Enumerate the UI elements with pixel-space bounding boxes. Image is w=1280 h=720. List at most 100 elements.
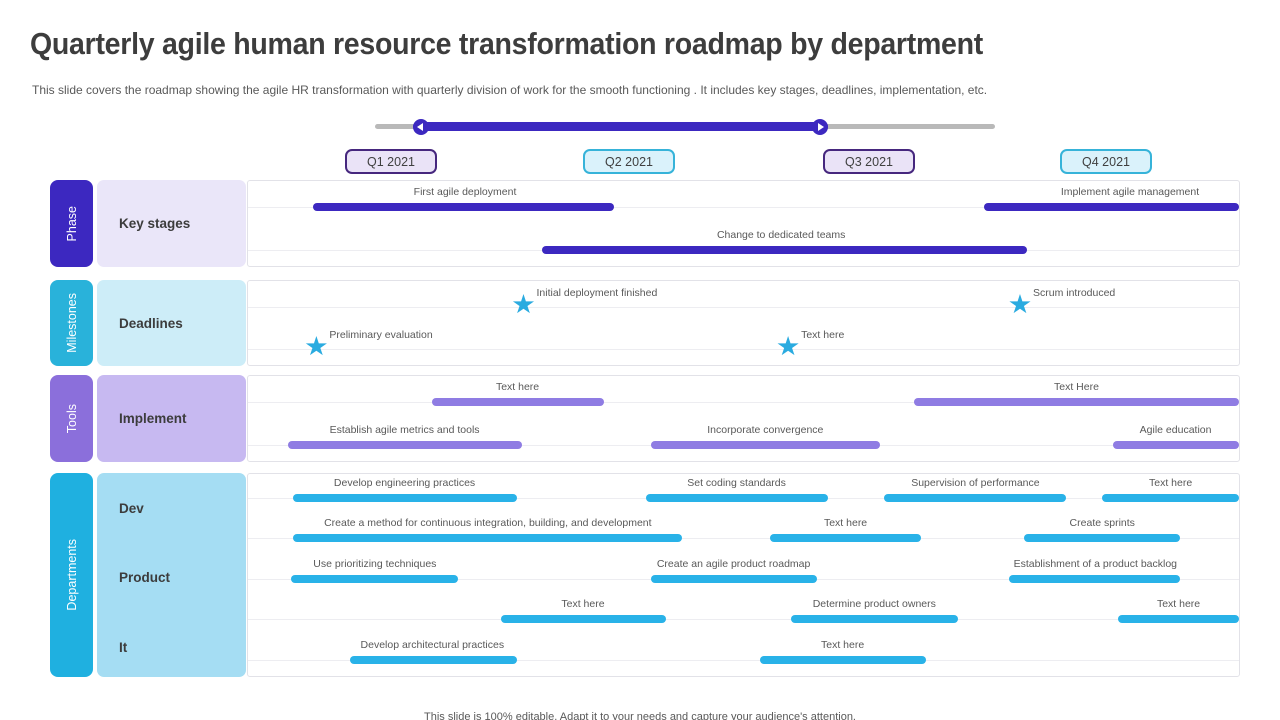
gantt-bar[interactable] [791, 615, 958, 624]
gantt-bar[interactable] [542, 245, 1027, 254]
milestone-star-icon[interactable] [777, 336, 799, 356]
row-tab-phase: Phase [50, 180, 93, 267]
milestone-star-icon[interactable] [1009, 294, 1031, 314]
category-departments: Dev Product It [97, 473, 246, 677]
bar-label: Text here [561, 598, 605, 611]
milestone-star-icon[interactable] [512, 294, 535, 314]
bar-label: Text here [495, 381, 540, 393]
gantt-bar[interactable] [984, 203, 1239, 211]
subrow-gridline [248, 619, 1239, 621]
lane-subrow: Initial deployment finished Scrum introdu… [248, 281, 1239, 323]
category-label: Key stages [119, 216, 191, 231]
lane-subrow: Change to dedicated teams [248, 224, 1239, 267]
gantt-bar[interactable] [1118, 615, 1239, 624]
category-implement: Implement [97, 375, 246, 462]
gantt-bar[interactable] [1102, 494, 1239, 502]
page-subtitle: This slide covers the roadmap showing th… [32, 83, 988, 97]
row-phase: Phase Key stages First agile deployment I… [0, 180, 1280, 267]
gantt-bar[interactable] [1113, 440, 1239, 449]
row-tab-label: Phase [64, 205, 79, 242]
subrow-gridline [248, 659, 1239, 661]
row-tab-label: Departments [64, 539, 79, 611]
lane-subrow: Use prioritizing techniques Create an agi… [248, 555, 1239, 595]
gantt-bar[interactable] [913, 398, 1239, 406]
bar-label: Determine product owners [812, 598, 936, 611]
bar-label: First agile deployment [413, 186, 517, 198]
bar-label: Develop engineering practices [333, 477, 476, 489]
gantt-bar[interactable] [432, 398, 604, 406]
subrow-gridline [248, 349, 1239, 350]
row-tab-label: Milestones [64, 293, 79, 353]
gantt-bar[interactable] [287, 440, 522, 449]
lane-subrow: Text here Determine product owners Text he… [248, 595, 1239, 635]
gantt-bar[interactable] [760, 655, 926, 664]
timeline-right-handle[interactable] [812, 119, 828, 135]
bar-label: Use prioritizing techniques [313, 557, 437, 570]
gantt-bar[interactable] [350, 655, 517, 664]
row-tab-label: Tools [64, 403, 79, 434]
milestone-label: Text here [801, 329, 845, 341]
bar-label: Set coding standards [687, 477, 786, 489]
quarter-chip-q2[interactable]: Q2 2021 [583, 149, 675, 174]
row-tab-tools: Tools [50, 375, 93, 462]
bar-label: Create sprints [1069, 517, 1135, 530]
bar-label: Text here [1156, 598, 1201, 611]
quarter-chip-q4[interactable]: Q4 2021 [1060, 149, 1152, 174]
category-label: Implement [119, 411, 187, 426]
gantt-bar[interactable] [313, 203, 614, 211]
footer-note: This slide is 100% editable. Adapt it to… [424, 711, 856, 720]
page-title: Quarterly agile human resource transform… [30, 26, 984, 61]
gantt-bar[interactable] [651, 440, 881, 449]
lane-subrow: First agile deployment Implement agile ma… [248, 181, 1239, 224]
milestone-label: Initial deployment finished [536, 287, 658, 299]
milestone-star-icon[interactable] [305, 336, 327, 356]
lane-key-stages: First agile deployment Implement agile ma… [247, 180, 1240, 267]
gantt-bar[interactable] [884, 494, 1066, 502]
bar-label: Text here [823, 517, 868, 530]
gantt-bar[interactable] [290, 574, 459, 583]
quarter-chip-q1[interactable]: Q1 2021 [345, 149, 437, 174]
gantt-bar[interactable] [651, 574, 817, 583]
row-tab-departments: Departments [50, 473, 93, 677]
gantt-bar[interactable] [500, 615, 667, 624]
category-deadlines: Deadlines [97, 280, 246, 366]
subrow-gridline [248, 307, 1239, 308]
bar-label: Supervision of performance [911, 477, 1040, 489]
milestone-label: Scrum introduced [1032, 287, 1116, 299]
lane-subrow: Create a method for continuous integrati… [248, 514, 1239, 554]
bar-label: Develop architectural practices [360, 638, 505, 651]
gantt-bar[interactable] [292, 494, 517, 502]
gantt-bar[interactable] [1023, 534, 1180, 543]
bar-label: Text Here [1054, 381, 1099, 393]
bar-label: Text here [820, 638, 865, 651]
lane-subrow: Develop engineering practices Set coding … [248, 474, 1239, 514]
row-tab-milestones: Milestones [50, 280, 93, 366]
subrow-gridline [248, 207, 1239, 208]
timeline-active-range [413, 122, 828, 131]
gantt-bar[interactable] [292, 534, 683, 543]
category-label-dev: Dev [119, 501, 144, 516]
bar-label: Text here [1149, 477, 1193, 489]
category-label-product: Product [119, 570, 171, 585]
bar-label: Implement agile management [1060, 186, 1200, 198]
bar-label: Establishment of a product backlog [1013, 557, 1178, 570]
category-label: Deadlines [119, 315, 183, 331]
bar-label: Establish agile metrics and tools [329, 423, 480, 436]
lane-subrow: Text here Text Here [248, 376, 1239, 419]
lane-departments: Develop engineering practices Set coding … [247, 473, 1240, 677]
arrow-right-icon [818, 123, 824, 131]
bar-label: Agile education [1139, 423, 1212, 436]
bar-label: Create a method for continuous integrati… [324, 517, 652, 530]
timeline-left-handle[interactable] [413, 119, 429, 135]
subrow-gridline [248, 402, 1239, 403]
bar-label: Create an agile product roadmap [656, 557, 811, 570]
gantt-bar[interactable] [1009, 574, 1180, 583]
quarter-chip-q3[interactable]: Q3 2021 [823, 149, 915, 174]
row-departments: Departments Dev Product It Develop engin… [0, 473, 1280, 677]
gantt-bar[interactable] [770, 534, 921, 543]
gantt-bar[interactable] [646, 494, 828, 502]
